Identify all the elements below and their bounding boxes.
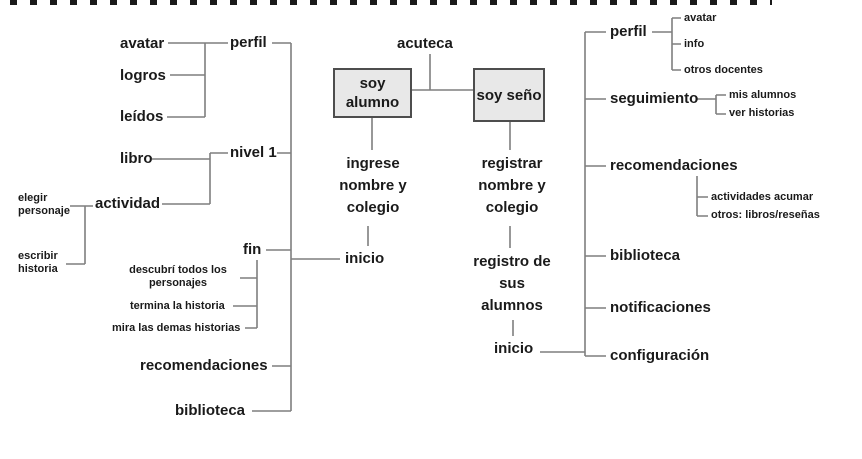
node-nivel-1: nivel 1 [230, 144, 277, 161]
node-recomendaciones-teacher: recomendaciones [610, 157, 738, 174]
top-ruler-ticks [10, 0, 772, 5]
student-tree-lines [66, 42, 340, 412]
node-ingrese-nombre-colegio: ingrese nombre y colegio [339, 155, 407, 216]
node-configuracion: configuración [610, 347, 710, 364]
node-notificaciones: notificaciones [610, 299, 711, 316]
node-actividades-acumar: actividades acumar [711, 191, 814, 203]
teacher-tree-lines [584, 17, 726, 357]
node-ver-historias: ver historias [729, 107, 795, 119]
node-descubri-personajes: descubrí todos los personajes [129, 264, 227, 289]
node-actividad: actividad [95, 195, 161, 212]
node-inicio-alumno: inicio [345, 250, 385, 267]
node-registrar-nombre-colegio: registrar nombre y colegio [478, 155, 546, 216]
node-soy-alumno: soy alumno [333, 68, 412, 118]
node-info: info [684, 38, 705, 50]
node-biblioteca-student: biblioteca [175, 402, 246, 419]
node-otros-libros-resenas: otros: libros/reseñas [711, 209, 820, 221]
node-avatar-student: avatar [120, 35, 165, 52]
node-fin: fin [243, 241, 262, 258]
node-perfil-teacher: perfil [610, 23, 647, 40]
app-title: acuteca [397, 35, 453, 52]
node-avatar-teacher: avatar [684, 12, 717, 24]
node-mira-demas-historias: mira las demas historias [112, 322, 241, 334]
node-inicio-seno: inicio [494, 340, 534, 357]
node-otros-docentes: otros docentes [684, 64, 763, 76]
node-registro-alumnos: registro de sus alumnos [473, 253, 551, 314]
node-seguimiento: seguimiento [610, 90, 699, 107]
node-libro: libro [120, 150, 153, 167]
node-elegir-personaje: elegir personaje [18, 192, 70, 217]
center-flow-lines [367, 54, 585, 353]
node-termina-historia: termina la historia [130, 300, 225, 312]
node-leidos: leídos [120, 108, 164, 125]
node-escribir-historia: escribir historia [18, 250, 58, 275]
node-biblioteca-teacher: biblioteca [610, 247, 681, 264]
node-recomendaciones-student: recomendaciones [140, 357, 268, 374]
node-logros: logros [120, 67, 166, 84]
node-perfil-student: perfil [230, 34, 267, 51]
node-soy-seno: soy seño [473, 68, 545, 122]
node-mis-alumnos: mis alumnos [729, 89, 797, 101]
